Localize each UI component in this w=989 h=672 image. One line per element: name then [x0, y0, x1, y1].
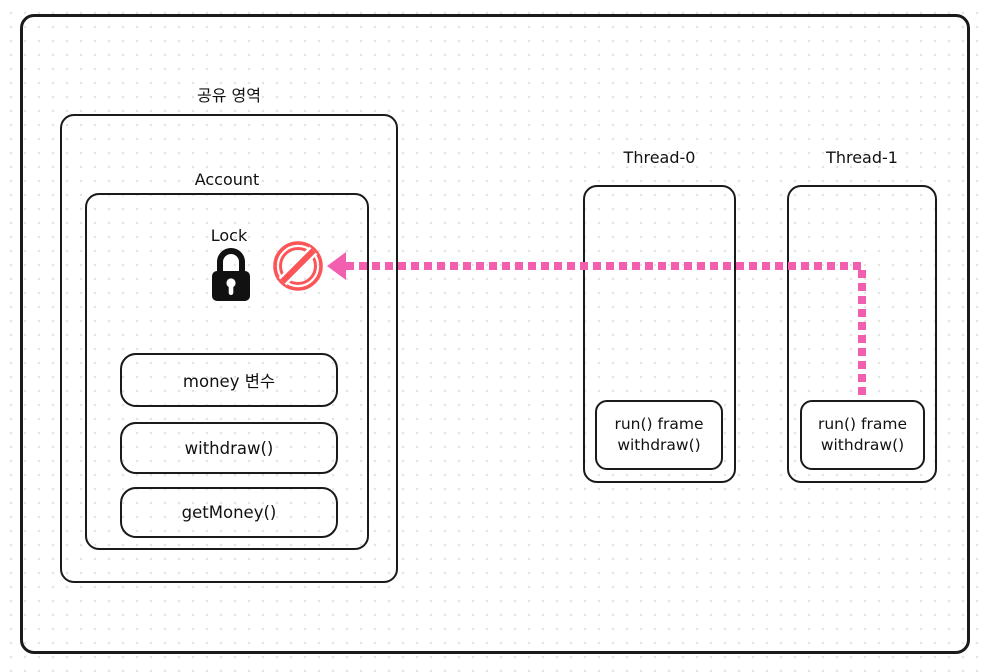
- padlock-icon: [209, 246, 253, 303]
- thread-1-frame-line1: run() frame: [817, 415, 907, 433]
- shared-area-box: [60, 114, 398, 583]
- account-label: Account: [194, 170, 260, 189]
- thread-0-box: [583, 185, 736, 483]
- dashed-arrow-vertical-segment: [858, 270, 866, 398]
- thread-0-label: Thread-0: [623, 148, 696, 167]
- money-variable-label: money 변수: [182, 372, 276, 391]
- thread-0-frame-line2: withdraw(): [617, 436, 701, 454]
- shared-area-label: 공유 영역: [197, 86, 261, 105]
- thread-1-label: Thread-1: [826, 148, 898, 167]
- thread-0-frame-line1: run() frame: [614, 415, 704, 433]
- getmoney-method-label: getMoney(): [181, 503, 277, 522]
- account-box: [85, 193, 369, 550]
- getmoney-method-box: getMoney(): [120, 487, 338, 538]
- thread-0-run-frame-box: run() frame withdraw(): [595, 400, 723, 470]
- padlock-icon-svg: [212, 248, 250, 301]
- withdraw-method-label: withdraw(): [184, 438, 274, 458]
- lock-label: Lock: [210, 226, 248, 245]
- outer-boundary-box: [20, 14, 970, 654]
- no-entry-icon-svg: [273, 241, 323, 291]
- dashed-arrow-horizontal-segment: [346, 262, 866, 270]
- dashed-arrow-head-icon: [327, 252, 346, 280]
- no-entry-icon: [272, 240, 324, 292]
- withdraw-method-box: withdraw(): [120, 422, 338, 474]
- thread-1-box: [787, 185, 937, 483]
- thread-1-run-frame-box: run() frame withdraw(): [800, 400, 925, 470]
- thread-1-frame-line2: withdraw(): [820, 436, 905, 454]
- money-variable-box: money 변수: [120, 353, 338, 407]
